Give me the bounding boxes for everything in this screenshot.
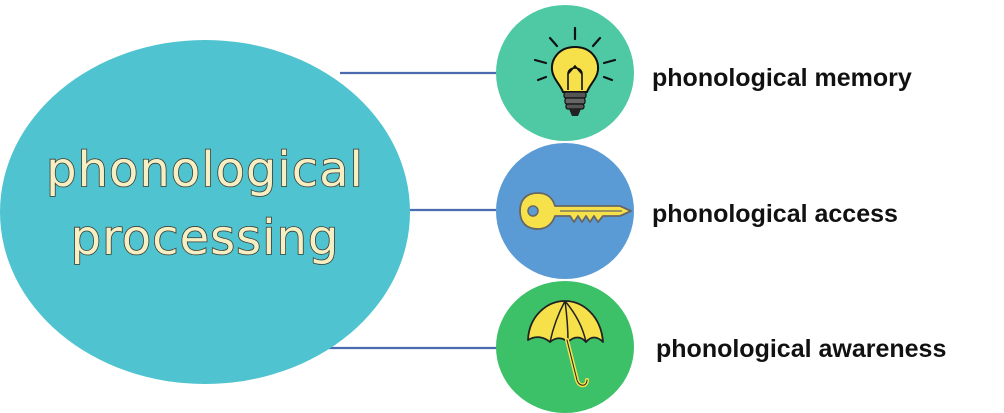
branch-access-label: phonological access <box>652 200 898 228</box>
umbrella-icon <box>527 300 604 388</box>
connectors <box>328 71 497 350</box>
main-topic-node: phonological processing <box>0 40 410 384</box>
branch-access: phonological access <box>496 143 898 279</box>
branch-awareness-circle <box>496 281 634 413</box>
lightbulb-icon <box>533 26 617 116</box>
key-icon <box>519 192 632 230</box>
branch-awareness-label: phonological awareness <box>656 335 946 363</box>
main-topic-line-1: phonological <box>46 142 364 198</box>
branch-memory-label: phonological memory <box>652 64 912 92</box>
main-topic-line-2: processing <box>71 210 340 266</box>
main-topic-circle <box>0 40 410 384</box>
branch-awareness: phonological awareness <box>496 281 946 413</box>
branch-memory: phonological memory <box>496 5 912 141</box>
